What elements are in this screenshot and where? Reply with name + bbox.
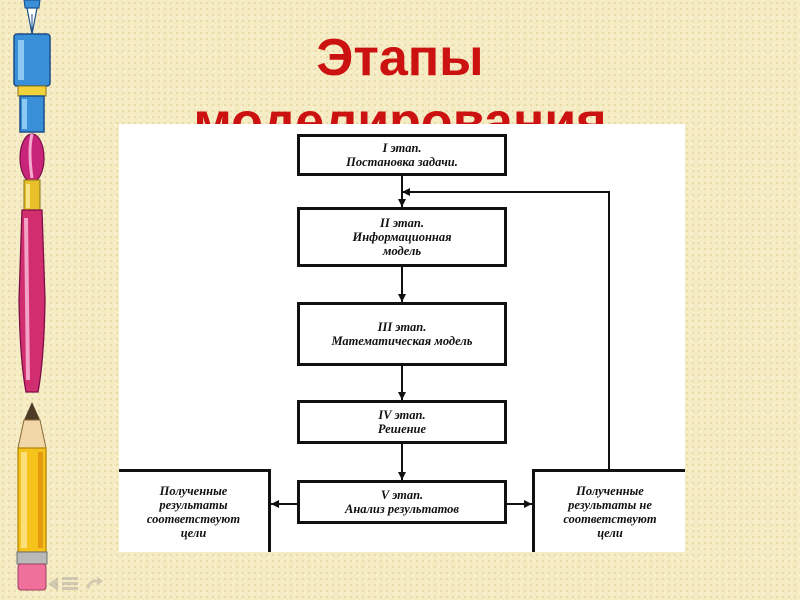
result-fail-line-4: цели: [597, 526, 623, 540]
title-line-1: Этапы: [0, 26, 800, 90]
stage-2-label-2: модель: [383, 244, 421, 258]
stage-5-label: Анализ результатов: [345, 502, 459, 516]
stage-1-label: Постановка задачи.: [346, 155, 458, 169]
result-ok-line-1: Полученные: [160, 484, 228, 498]
stage-2-box: II этап. Информационная модель: [297, 207, 507, 267]
result-ok-line-4: цели: [181, 526, 207, 540]
result-ok-box: Полученные результаты соответствуют цели: [119, 469, 271, 552]
slide-navigation: [0, 572, 120, 596]
stage-5-number: V этап.: [381, 488, 423, 502]
fountain-pen-icon: [14, 0, 50, 132]
stage-3-number: III этап.: [378, 320, 427, 334]
stage-5-box: V этап. Анализ результатов: [297, 480, 507, 524]
stage-4-label: Решение: [378, 422, 426, 436]
result-fail-line-3: соответствуют: [563, 512, 656, 526]
stage-2-number: II этап.: [380, 216, 424, 230]
stage-4-number: IV этап.: [378, 408, 425, 422]
stage-1-number: I этап.: [382, 141, 421, 155]
back-arrow-icon[interactable]: [48, 577, 58, 591]
result-fail-line-1: Полученные: [576, 484, 644, 498]
drawing-tools-decoration: [0, 0, 60, 600]
menu-icon[interactable]: [62, 577, 78, 590]
result-ok-line-2: результаты: [159, 498, 227, 512]
stage-3-box: III этап. Математическая модель: [297, 302, 507, 366]
stage-3-label: Математическая модель: [331, 334, 472, 348]
result-ok-line-3: соответствуют: [147, 512, 240, 526]
stage-4-box: IV этап. Решение: [297, 400, 507, 444]
forward-arrow-icon[interactable]: [86, 576, 103, 589]
stage-1-box: I этап. Постановка задачи.: [297, 134, 507, 176]
pencil-icon: [17, 402, 47, 590]
paintbrush-icon: [19, 134, 45, 392]
result-fail-line-2: результаты не: [568, 498, 652, 512]
modeling-stages-flowchart: I этап. Постановка задачи. II этап. Инфо…: [119, 124, 685, 552]
result-fail-box: Полученные результаты не соответствуют ц…: [532, 469, 685, 552]
stage-2-label-1: Информационная: [352, 230, 451, 244]
slide-title: Этапы моделирования: [0, 26, 800, 138]
